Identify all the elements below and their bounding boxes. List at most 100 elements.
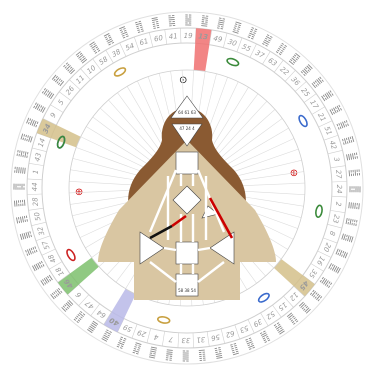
gate-divider (92, 58, 102, 72)
gate-divider (48, 261, 63, 270)
hexagram-icon (73, 310, 86, 324)
gate-number: 21 (316, 112, 327, 124)
ajna-center-label: 47 24 4 (179, 126, 195, 131)
hexagram-icon (185, 14, 192, 26)
gate-number: 32 (36, 225, 46, 236)
hexagram-icon (321, 90, 334, 102)
gate-divider (234, 324, 241, 340)
gate-number: 56 (210, 333, 221, 343)
gate-divider (223, 33, 228, 48)
gate-divider (41, 248, 56, 256)
gate-number: 42 (328, 140, 338, 151)
zodiac-glyph-icon (113, 67, 127, 77)
zodiac-glyph-icon (257, 292, 270, 303)
root-center-label: 58 38 54 (178, 288, 196, 293)
gate-number: 39 (251, 317, 263, 328)
zodiac-glyph-icon (56, 135, 66, 149)
hexagram-icon (165, 349, 173, 361)
gate-divider (146, 328, 151, 343)
gate-divider (59, 91, 72, 101)
hexagram-icon (51, 74, 65, 87)
gate-number: 6 (74, 290, 83, 299)
ajna-center (171, 123, 203, 147)
gate-divider (294, 81, 307, 92)
zodiac-glyph-icon (156, 316, 171, 324)
gate-number: 1 (32, 169, 40, 174)
gate-divider (50, 104, 64, 113)
gate-divider (32, 147, 47, 152)
hexagram-icon (309, 289, 323, 302)
g-center (172, 185, 202, 215)
hexagram-icon (14, 166, 26, 174)
spleen-center (139, 231, 165, 265)
hexagram-icon (286, 312, 299, 325)
gate-divider (260, 312, 269, 327)
sacral-center (175, 241, 199, 265)
gate-number: 37 (254, 49, 266, 61)
hexagram-icon (319, 276, 333, 288)
outer-ring (10, 11, 364, 365)
hexagram-icon (288, 52, 301, 66)
hexagram-icon (346, 152, 358, 161)
gate-number: 18 (54, 265, 66, 277)
gate-divider (209, 29, 212, 45)
hexagram-icon (262, 34, 273, 47)
gate-number: 62 (224, 329, 235, 339)
hexagram-icon (40, 274, 53, 286)
channel-black-2 (171, 214, 187, 228)
zodiac-glyph-icon (66, 248, 76, 262)
gate-divider (164, 29, 168, 45)
hexagram-icon (328, 263, 341, 274)
gate-number: 20 (321, 242, 332, 254)
gate-number: 58 (98, 55, 110, 67)
hexagram-icon (151, 17, 160, 29)
hexagram-icon (335, 248, 348, 259)
gate-divider (331, 195, 347, 198)
gate-number: 23 (331, 214, 341, 224)
hexagram-icon (101, 329, 112, 342)
hexagram-icon (50, 287, 63, 300)
gate-number: 17 (308, 99, 320, 111)
gate-divider (236, 37, 243, 52)
gate-number: 44 (31, 182, 39, 191)
hexagram-icon (300, 64, 313, 77)
gate-number: 53 (238, 323, 249, 334)
hexagram-icon (275, 42, 287, 56)
gate-number: 28 (31, 196, 40, 206)
gate-divider (317, 250, 332, 258)
zodiac-glyph-icon (298, 114, 308, 128)
hexagram-icon (26, 117, 39, 128)
gate-number: 40 (108, 316, 120, 328)
hexagram-icon (148, 346, 158, 359)
gate-divider (105, 49, 114, 64)
hexagram-icon (336, 120, 349, 130)
zodiac-glyph-icon (315, 204, 323, 219)
hexagram-icon (245, 337, 255, 350)
gate-divider (283, 295, 294, 308)
gate-divider (311, 106, 326, 115)
hexagram-icon (63, 62, 76, 75)
gate-number: 59 (122, 322, 134, 333)
gate-number: 3 (332, 157, 341, 163)
hexagram-icon (87, 320, 99, 334)
gate-divider (272, 304, 282, 318)
gate-divider (293, 285, 305, 297)
gate-divider (103, 311, 112, 325)
gate-number: 2 (334, 201, 342, 207)
hexagram-icon (16, 149, 29, 159)
gate-divider (177, 332, 180, 348)
hexagram-icon (25, 246, 38, 256)
gate-divider (247, 319, 255, 334)
gate-number: 64 (96, 308, 108, 320)
gate-number: 14 (37, 137, 47, 148)
gate-divider (31, 221, 47, 226)
hexagram-icon (259, 330, 271, 343)
gate-divider (284, 70, 296, 82)
gate-divider (323, 134, 339, 141)
hexagram-icon (273, 322, 285, 335)
gate-number: 49 (213, 34, 224, 44)
gate-number: 8 (327, 230, 336, 237)
gate-number: 35 (307, 267, 319, 279)
gate-number: 13 (198, 32, 209, 41)
